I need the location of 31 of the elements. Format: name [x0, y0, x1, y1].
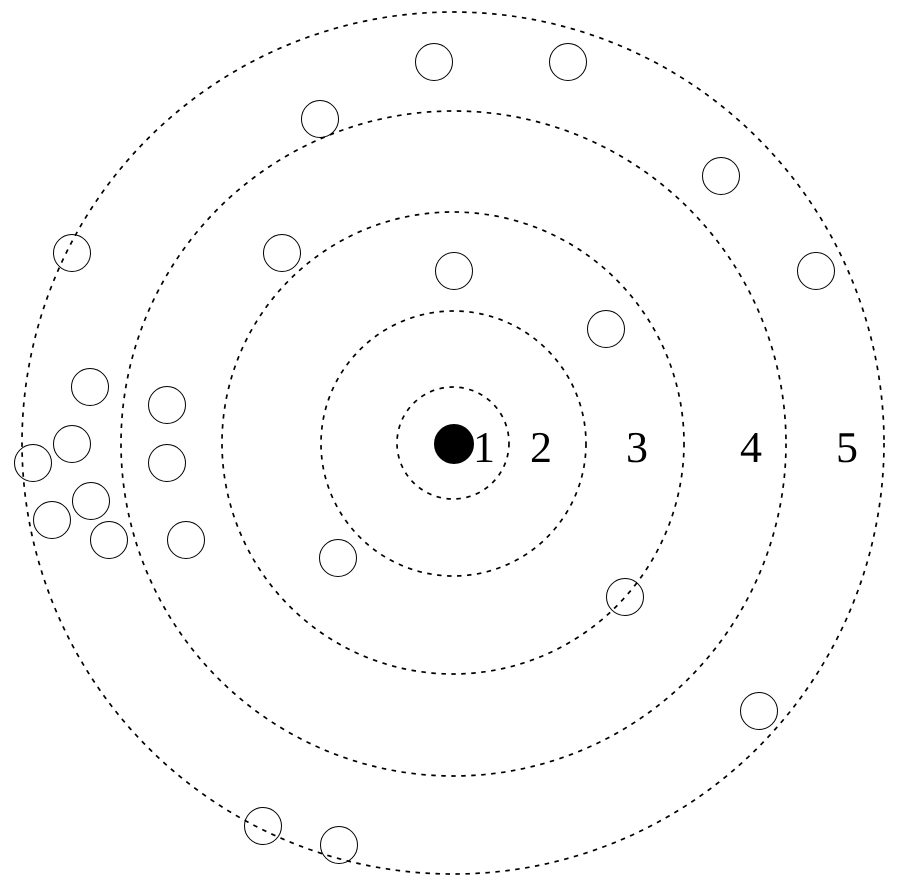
open-circle	[14, 444, 52, 482]
ring-number: 1	[473, 426, 495, 470]
open-circle	[167, 521, 205, 559]
open-circle	[415, 43, 453, 81]
dashed-ring	[21, 11, 885, 875]
open-circle	[90, 521, 128, 559]
ring-number: 5	[836, 426, 858, 470]
center-dot	[434, 424, 474, 464]
ring-number: 2	[530, 426, 552, 470]
open-circle	[52, 425, 90, 463]
dashed-ring	[221, 211, 685, 675]
open-circle	[319, 539, 357, 577]
dashed-ring	[320, 310, 586, 576]
open-circle	[33, 501, 71, 539]
open-circle	[702, 157, 740, 195]
open-circle	[797, 252, 835, 290]
open-circle	[549, 43, 587, 81]
open-circle	[606, 578, 644, 616]
open-circle	[740, 692, 778, 730]
open-circle	[435, 252, 473, 290]
open-circle	[263, 234, 301, 272]
open-circle	[587, 310, 625, 348]
open-circle	[148, 444, 186, 482]
open-circle	[148, 386, 186, 424]
ring-number: 3	[626, 426, 648, 470]
dashed-ring	[120, 110, 786, 776]
open-circle	[72, 482, 110, 520]
open-circle	[300, 100, 339, 138]
ring-number: 4	[740, 426, 762, 470]
open-circle	[71, 368, 110, 406]
dashed-ring	[396, 386, 510, 500]
